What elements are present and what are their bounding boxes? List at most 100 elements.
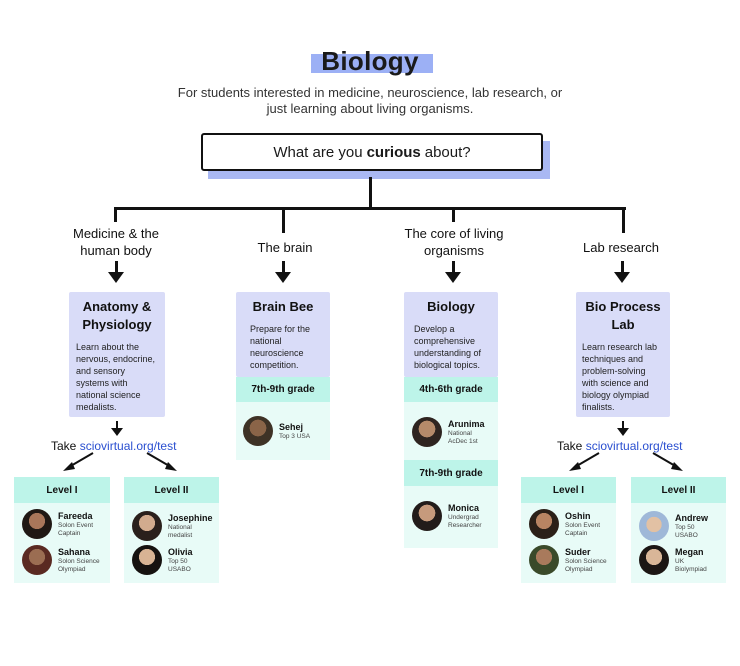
title-highlight (311, 54, 433, 73)
avatar (132, 545, 162, 575)
mentor-description: Solon Science Olympiad (565, 557, 607, 573)
take-test-right: Take sciovirtual.org/test (557, 439, 707, 453)
take-stem-left (116, 421, 118, 429)
mentor-description: Solon Event Captain (58, 521, 94, 537)
grade-header: 7th-9th grade (404, 460, 498, 486)
category-label-lab: Lab research (583, 240, 659, 255)
take-test-left: Take sciovirtual.org/test (51, 439, 201, 453)
mentor-description: UK Biolympiad (675, 557, 707, 573)
down-arrow-icon (614, 272, 630, 283)
card-title: Biology (427, 299, 475, 314)
take-text: Take (557, 439, 583, 453)
test-link[interactable]: sciovirtual.org/test (79, 439, 177, 453)
level-panel: Andrew Top 50 USABO Megan UK Biolympiad (631, 503, 726, 583)
mentor-description: Solon Event Captain (565, 521, 601, 537)
category-label-brain: The brain (257, 240, 313, 255)
mentor-card: Suder Solon Science Olympiad (529, 545, 611, 575)
mentor-description: National AcDec 1st (448, 429, 478, 445)
card-anatomy-physiology: Anatomy & Physiology Learn about the ner… (69, 292, 165, 417)
avatar (132, 511, 162, 541)
branch-line (114, 207, 626, 210)
down-arrow-icon (111, 428, 123, 436)
stem-1 (115, 261, 118, 273)
mentor-name: Megan (675, 546, 704, 557)
card-title: Anatomy & Physiology (82, 299, 152, 332)
question-post: about? (424, 143, 471, 161)
mentor-card: Oshin Solon Event Captain (529, 509, 609, 539)
avatar (22, 509, 52, 539)
mentor-name: Monica (448, 502, 480, 513)
down-arrow-icon (108, 272, 124, 283)
avatar (412, 501, 442, 531)
avatar (639, 545, 669, 575)
avatar (22, 545, 52, 575)
branch-drop-3 (452, 207, 455, 222)
level-header: Level II (631, 477, 726, 503)
mentor-description: Top 50 USABO (168, 557, 191, 573)
avatar (529, 509, 559, 539)
grade-panel: Sehej Top 3 USA (236, 402, 330, 460)
stem-3 (452, 261, 455, 273)
level-header: Level II (124, 477, 219, 503)
mentor-name: Oshin (565, 510, 591, 521)
mentor-name: Andrew (675, 512, 709, 523)
category-label-medicine: Medicine & the human body (73, 226, 159, 258)
mentor-description: Solon Science Olympiad (58, 557, 100, 573)
mentor-card: Andrew Top 50 USABO (639, 511, 715, 541)
test-link[interactable]: sciovirtual.org/test (585, 439, 683, 453)
question-pre: What are you (273, 143, 363, 161)
mentor-name: Arunima (448, 418, 485, 429)
down-arrow-icon (617, 428, 629, 436)
mentor-name: Olivia (168, 546, 193, 557)
grade-panel: Monica Undergrad Researcher (404, 486, 498, 548)
stem-4 (621, 261, 624, 273)
trunk-line (369, 177, 372, 209)
grade-panel: Arunima National AcDec 1st (404, 402, 498, 460)
card-title: Bio Process Lab (585, 299, 661, 332)
mentor-name: Sahana (58, 546, 91, 557)
card-title: Brain Bee (252, 299, 314, 314)
split-arrows-left (63, 452, 177, 471)
take-text: Take (51, 439, 77, 453)
card-bio-process-lab: Bio Process Lab Learn research lab techn… (576, 292, 670, 417)
level-panel: Oshin Solon Event Captain Suder Solon Sc… (521, 503, 616, 583)
grade-header: 4th-6th grade (404, 377, 498, 402)
mentor-name: Sehej (279, 421, 304, 432)
avatar (412, 417, 442, 447)
mentor-name: Suder (565, 546, 591, 557)
branch-drop-4 (622, 207, 625, 233)
level-header: Level I (14, 477, 110, 503)
mentor-card: Monica Undergrad Researcher (412, 501, 492, 531)
category-label-core: The core of living organisms (404, 226, 504, 258)
card-description: Learn research lab techniques and proble… (582, 342, 658, 412)
mentor-card: Olivia Top 50 USABO (132, 545, 208, 575)
split-arrows-right (569, 452, 683, 471)
mentor-card: Sahana Solon Science Olympiad (22, 545, 104, 575)
question-emphasis: curious (366, 143, 421, 161)
mentor-name: Fareeda (58, 510, 93, 521)
card-description: Prepare for the national neuroscience co… (250, 324, 311, 370)
grade-header: 7th-9th grade (236, 377, 330, 402)
down-arrow-icon (275, 272, 291, 283)
question-box: What are you curious about? (201, 133, 543, 171)
mentor-card: Fareeda Solon Event Captain (22, 509, 102, 539)
mentor-card: Sehej Top 3 USA (243, 416, 310, 446)
mentor-description: National medalist (168, 523, 193, 539)
branch-drop-1 (114, 207, 117, 222)
take-stem-right (622, 421, 624, 429)
card-description: Learn about the nervous, endocrine, and … (76, 342, 156, 412)
mentor-card: Josephine National medalist (132, 511, 213, 541)
avatar (529, 545, 559, 575)
level-panel: Josephine National medalist Olivia Top 5… (124, 503, 219, 583)
avatar (639, 511, 669, 541)
card-biology: Biology Develop a comprehensive understa… (404, 292, 498, 377)
page-subtitle: For students interested in medicine, neu… (177, 85, 563, 116)
mentor-name: Josephine (168, 512, 213, 523)
card-description: Develop a comprehensive understanding of… (414, 324, 482, 370)
page-title: Biology (321, 46, 419, 76)
mentor-description: Top 3 USA (279, 432, 311, 440)
avatar (243, 416, 273, 446)
branch-drop-2 (282, 207, 285, 233)
mentor-description: Undergrad Researcher (448, 513, 482, 529)
level-header: Level I (521, 477, 616, 503)
